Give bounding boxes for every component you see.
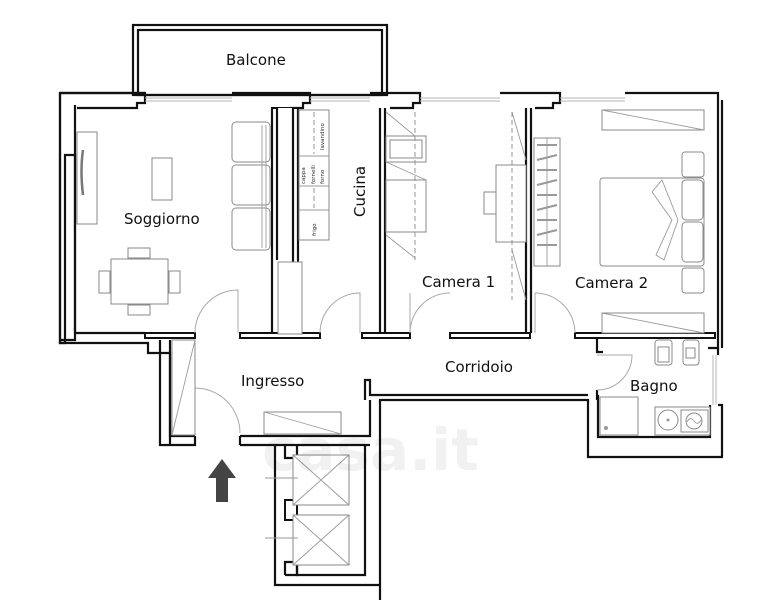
watermark: casa.it [262,416,479,484]
windows [145,97,717,405]
room-label-camera-2: Camera 2 [575,274,648,292]
room-label-soggiorno: Soggiorno [124,210,200,228]
doors [194,289,633,434]
room-label-cucina: Cucina [351,166,369,217]
bedroom-2-furniture [533,109,705,334]
kitchen-furniture: lavandino cappa fornelli forno frigo [277,109,330,335]
room-label-ingresso: Ingresso [241,372,304,390]
bedroom-1-furniture [385,111,527,301]
kitchen-label-lavandino: lavandino [320,122,326,150]
kitchen-label-frigo: frigo [312,223,318,236]
balcony [131,23,389,97]
kitchen-label-cappa: cappa [301,167,307,184]
entrance-arrow-icon [208,459,236,502]
room-label-balcone: Balcone [226,51,286,69]
room-label-corridoio: Corridoio [445,358,513,376]
room-label-camera-1: Camera 1 [422,273,495,291]
room-label-bagno: Bagno [630,377,678,395]
kitchen-label-forno: forno [320,169,326,184]
bathroom-furniture [599,339,711,436]
living-room-furniture [76,121,271,316]
entrance-furniture [171,339,342,436]
kitchen-label-fornelli: fornelli [311,165,317,184]
elevator-shaft [265,445,380,587]
